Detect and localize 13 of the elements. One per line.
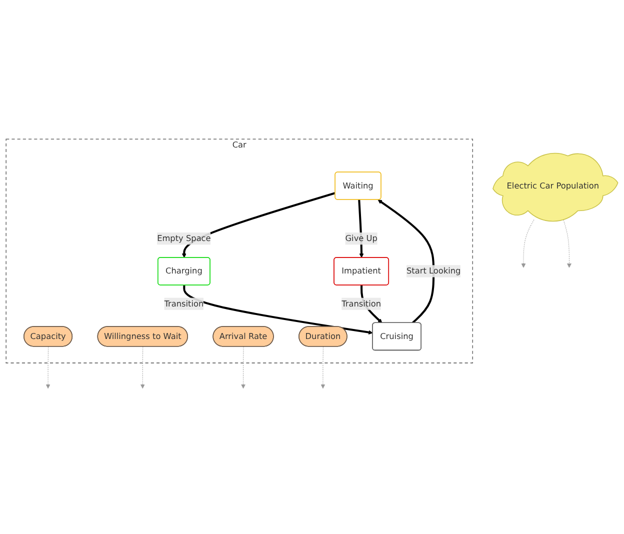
arrow [563,219,572,268]
edge-label: Transition [164,298,204,308]
arrow [140,346,145,388]
arrow [378,199,435,324]
arrow [183,284,373,334]
arrow [521,219,534,268]
edge-label: Empty Space [157,233,211,243]
edge-label: Start Looking [406,266,461,276]
edge-label: Transition [342,298,382,308]
arrow [320,346,326,388]
arrow [241,346,246,388]
edge-label: Give Up [345,233,378,243]
arrow [46,346,50,388]
